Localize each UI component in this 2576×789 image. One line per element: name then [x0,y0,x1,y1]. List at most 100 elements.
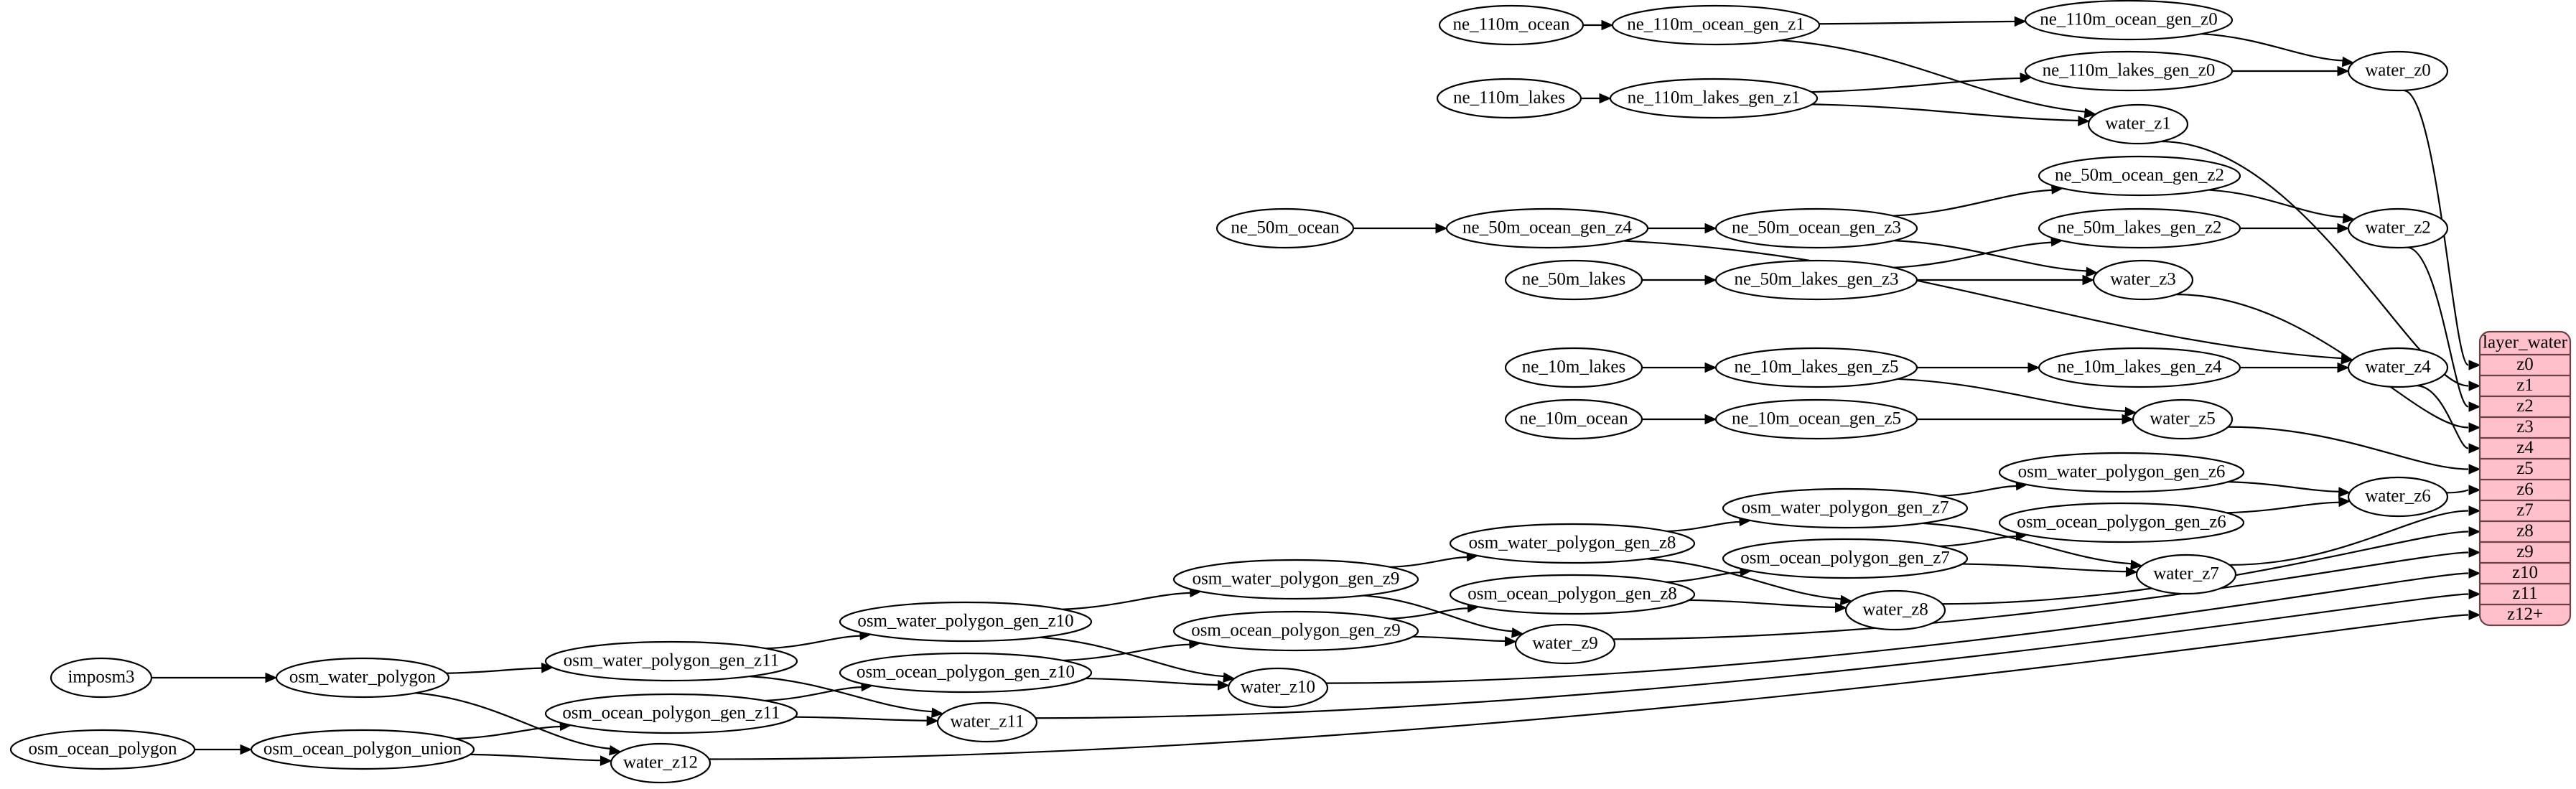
node-shape [1504,398,1643,440]
graph-node-ne_110m_lakes_gen_z1[interactable]: ne_110m_lakes_gen_z1 [1609,78,1819,119]
graph-node-water_z6[interactable]: water_z6 [2347,476,2449,518]
edge-arrowhead [1504,636,1517,647]
graph-node-osm_water_polygon_gen_z6[interactable]: osm_water_polygon_gen_z6 [1998,452,2245,493]
graph-node-ne_10m_lakes[interactable]: ne_10m_lakes [1504,347,1643,388]
edge-arrowhead [1435,223,1448,234]
graph-node-ne_110m_ocean_gen_z0[interactable]: ne_110m_ocean_gen_z0 [2024,0,2234,41]
graph-edge-water_z4-to-layer_water-z4 [2416,384,2481,454]
record-row-z1[interactable]: z1 [2516,375,2534,395]
record-row-z3[interactable]: z3 [2516,417,2534,436]
edge-line [1623,240,2342,360]
graph-node-ne_50m_lakes_gen_z2[interactable]: ne_50m_lakes_gen_z2 [2038,207,2241,249]
graph-node-osm_water_polygon[interactable]: osm_water_polygon [275,657,450,699]
node-label: ne_110m_lakes_gen_z1 [1628,88,1801,108]
edge-line [2229,510,2469,566]
node-shape [1609,78,1819,119]
graph-node-water_z12[interactable]: water_z12 [610,742,711,784]
graph-node-osm_ocean_polygon_union[interactable]: osm_ocean_polygon_union [250,729,475,770]
graph-node-imposm3[interactable]: imposm3 [50,657,153,699]
graph-node-osm_water_polygon_gen_z7[interactable]: osm_water_polygon_gen_z7 [1722,487,1969,529]
edge-line [1390,556,1467,569]
record-row-z2[interactable]: z2 [2516,396,2534,416]
graph-node-water_z7[interactable]: water_z7 [2135,554,2237,595]
record-row-z5[interactable]: z5 [2516,459,2534,478]
record-row-z11[interactable]: z11 [2512,584,2537,603]
graph-node-water_z0[interactable]: water_z0 [2347,50,2449,92]
graph-node-osm_ocean_polygon_gen_z6[interactable]: osm_ocean_polygon_gen_z6 [1998,502,2245,543]
graph-node-ne_110m_ocean_gen_z1[interactable]: ne_110m_ocean_gen_z1 [1611,4,1821,46]
graph-node-water_z8[interactable]: water_z8 [1844,589,1946,631]
node-label: ne_10m_lakes_gen_z5 [1734,358,1898,377]
edge-arrowhead [2337,223,2350,234]
node-label: ne_110m_ocean_gen_z0 [2040,10,2218,29]
graph-node-osm_ocean_polygon_gen_z7[interactable]: osm_ocean_polygon_gen_z7 [1722,538,1969,579]
graph-node-ne_10m_lakes_gen_z5[interactable]: ne_10m_lakes_gen_z5 [1714,347,1918,388]
edge-arrowhead [2468,526,2481,537]
edge-arrowhead [1704,274,1717,286]
record-row-z8[interactable]: z8 [2516,521,2534,541]
graph-edge-ne_50m_ocean-to-ne_50m_ocean_gen_z4 [1353,223,1448,234]
record-row-z7[interactable]: z7 [2516,500,2534,520]
node-label: osm_water_polygon_gen_z11 [564,651,779,671]
record-row-z10[interactable]: z10 [2512,563,2538,582]
graph-node-ne_50m_ocean[interactable]: ne_50m_ocean [1215,207,1355,249]
graph-node-ne_50m_lakes_gen_z3[interactable]: ne_50m_lakes_gen_z3 [1714,259,1918,301]
node-shape [1449,574,1696,615]
record-row-z12[interactable]: z12+ [2507,604,2543,624]
graph-node-water_z1[interactable]: water_z1 [2087,103,2189,145]
graph-node-osm_ocean_polygon_gen_z8[interactable]: osm_ocean_polygon_gen_z8 [1449,574,1696,615]
edge-line [2201,33,2343,62]
graph-node-osm_water_polygon_gen_z8[interactable]: osm_water_polygon_gen_z8 [1449,523,1696,564]
graph-edge-osm_ocean_polygon_gen_z8-to-water_z8 [1689,599,1847,613]
node-shape [2024,0,2234,41]
graph-node-osm_ocean_polygon_gen_z9[interactable]: osm_ocean_polygon_gen_z9 [1172,610,1419,652]
record-row-z9[interactable]: z9 [2516,542,2534,561]
graph-edge-ne_110m_ocean_gen_z0-to-water_z0 [2201,33,2355,67]
graph-node-ne_50m_lakes[interactable]: ne_50m_lakes [1504,259,1643,301]
graph-node-ne_10m_ocean_gen_z5[interactable]: ne_10m_ocean_gen_z5 [1714,398,1918,440]
edge-line [415,692,611,750]
graph-node-water_z3[interactable]: water_z3 [2092,259,2194,301]
graph-node-water_z9[interactable]: water_z9 [1514,623,1616,665]
graph-edge-osm_ocean_polygon_gen_z11-to-osm_ocean_polygon_gen_z10 [764,681,874,702]
graph-node-ne_10m_lakes_gen_z4[interactable]: ne_10m_lakes_gen_z4 [2038,347,2241,388]
edge-arrowhead [2468,547,2481,558]
graph-node-osm_ocean_polygon_gen_z11[interactable]: osm_ocean_polygon_gen_z11 [544,693,798,734]
graph-node-ne_50m_ocean_gen_z4[interactable]: ne_50m_ocean_gen_z4 [1445,207,1649,249]
graph-node-water_z2[interactable]: water_z2 [2347,207,2449,249]
node-shape [2347,347,2449,388]
edge-arrowhead [2027,362,2040,373]
graph-node-ne_10m_ocean[interactable]: ne_10m_ocean [1504,398,1643,440]
graph-node-osm_water_polygon_gen_z11[interactable]: osm_water_polygon_gen_z11 [544,640,798,682]
edge-arrowhead [2468,401,2481,412]
node-shape [2347,476,2449,518]
node-shape [1445,207,1649,249]
graph-edge-ne_10m_lakes-to-ne_10m_lakes_gen_z5 [1641,362,1717,373]
graph-node-ne_110m_ocean[interactable]: ne_110m_ocean [1438,4,1585,46]
graph-node-water_z11[interactable]: water_z11 [936,701,1038,743]
graph-node-water_z4[interactable]: water_z4 [2347,347,2449,388]
graph-node-water_z10[interactable]: water_z10 [1227,667,1329,709]
graph-node-ne_50m_ocean_gen_z2[interactable]: ne_50m_ocean_gen_z2 [2038,155,2241,197]
node-label: ne_10m_lakes_gen_z4 [2057,358,2222,377]
graph-node-ne_110m_lakes[interactable]: ne_110m_lakes [1436,78,1582,119]
record-row-z0[interactable]: z0 [2516,355,2534,374]
graph-node-osm_ocean_polygon_gen_z10[interactable]: osm_ocean_polygon_gen_z10 [839,652,1093,694]
graph-edge-ne_110m_ocean_gen_z1-to-ne_110m_ocean_gen_z0 [1819,16,2027,27]
node-shape [1998,452,2245,493]
graph-node-osm_ocean_polygon[interactable]: osm_ocean_polygon [9,729,196,770]
graph-node-ne_110m_lakes_gen_z0[interactable]: ne_110m_lakes_gen_z0 [2024,50,2234,92]
record-row-z4[interactable]: z4 [2516,438,2534,457]
graph-node-osm_water_polygon_gen_z9[interactable]: osm_water_polygon_gen_z9 [1172,559,1419,600]
graph-node-water_z5[interactable]: water_z5 [2132,398,2234,440]
edge-line [1062,592,1190,610]
node-shape [839,652,1093,694]
graph-node-osm_water_polygon_gen_z10[interactable]: osm_water_polygon_gen_z10 [839,601,1093,643]
graph-edge-osm_water_polygon-to-water_z12 [415,692,622,756]
record-row-z6[interactable]: z6 [2516,480,2534,499]
graph-node-ne_50m_ocean_gen_z3[interactable]: ne_50m_ocean_gen_z3 [1714,207,1918,249]
record-table-title: layer_water [2483,333,2568,353]
node-shape [610,742,711,784]
